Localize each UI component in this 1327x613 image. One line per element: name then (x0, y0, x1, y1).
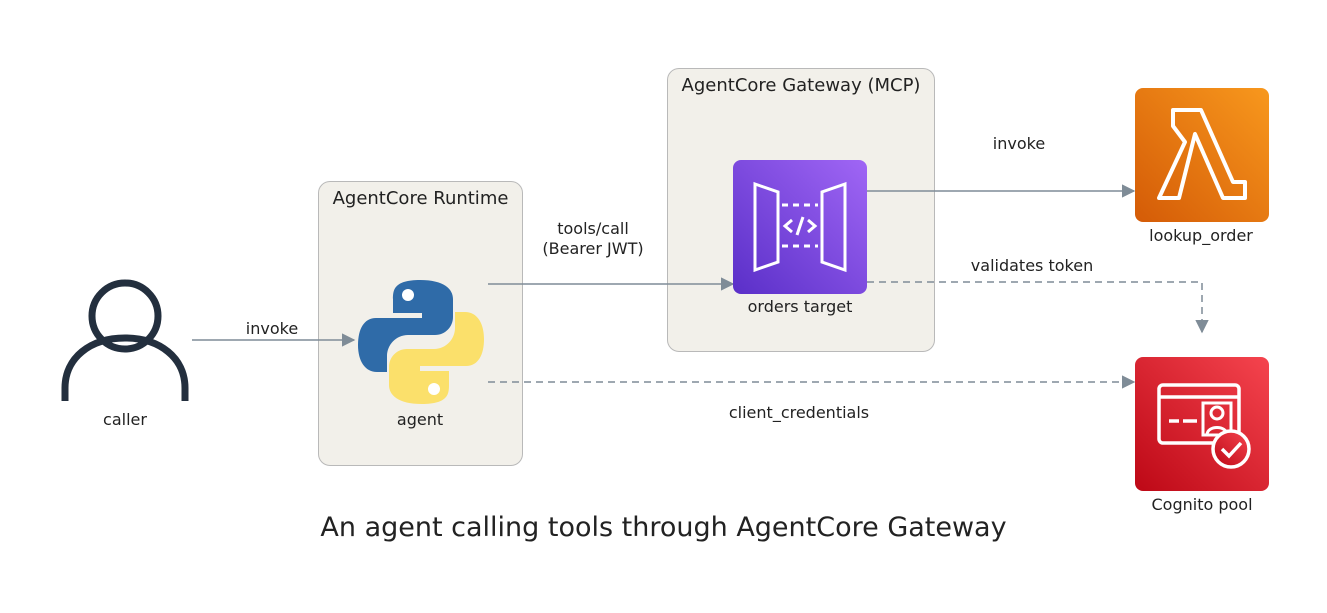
label-cognito-pool: Cognito pool (1151, 495, 1253, 514)
cognito-icon (1135, 357, 1269, 491)
edge-label-client-credentials: client_credentials (728, 403, 870, 422)
cluster-title-gateway: AgentCore Gateway (MCP) (681, 75, 921, 96)
label-agent: agent (396, 410, 444, 429)
edge-label-tools-call: tools/call (557, 219, 629, 238)
node-agent (356, 277, 486, 407)
label-orders-target: orders target (747, 297, 853, 316)
cluster-agentcore-gateway: AgentCore Gateway (MCP) (667, 68, 935, 352)
label-lookup-order: lookup_order (1149, 226, 1253, 245)
api-gateway-icon (733, 160, 867, 294)
edge-label-invoke-caller: invoke (245, 319, 299, 338)
label-caller: caller (103, 410, 147, 429)
edge-label-validates-token: validates token (970, 256, 1094, 275)
edge-label-bearer-jwt: (Bearer JWT) (542, 239, 644, 258)
node-cognito-pool (1135, 357, 1269, 491)
edge-gateway-to-cognito (867, 281, 1209, 334)
node-orders-target (733, 160, 867, 294)
cluster-title-runtime: AgentCore Runtime (332, 188, 509, 209)
edge-label-invoke-lambda: invoke (992, 134, 1046, 153)
node-lookup-order (1135, 88, 1269, 222)
diagram-title: An agent calling tools through AgentCore… (320, 512, 1007, 543)
lambda-icon (1135, 88, 1269, 222)
cluster-agentcore-runtime: AgentCore Runtime (318, 181, 523, 466)
user-icon (61, 279, 189, 401)
python-icon (358, 280, 484, 404)
node-caller (60, 278, 190, 406)
